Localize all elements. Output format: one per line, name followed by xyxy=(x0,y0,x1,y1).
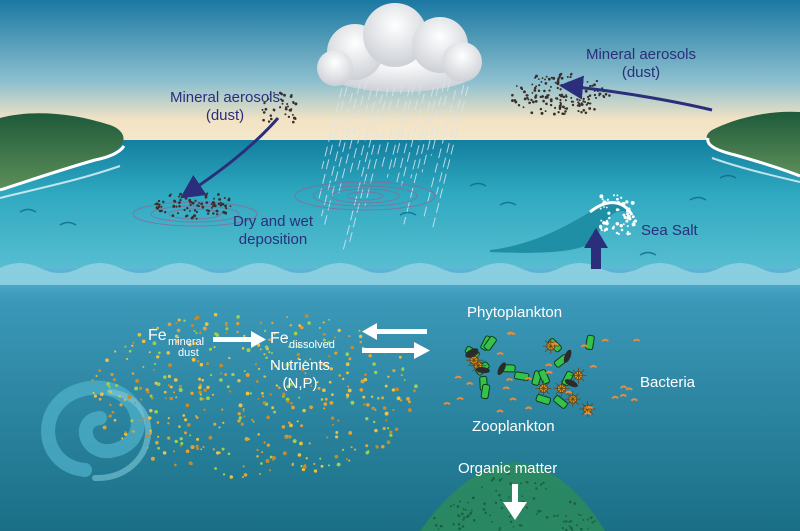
organic-matter-label: Organic matter xyxy=(458,460,558,477)
coast-left xyxy=(0,113,124,190)
deposition-label: Dry and wet deposition xyxy=(218,213,328,249)
nutrients-label: Nutrients (N,P) xyxy=(250,357,350,393)
fe-mineral-sub2: dust xyxy=(178,347,199,359)
sea-salt-up-arrow xyxy=(584,228,608,269)
dust-arrow-left xyxy=(180,117,280,199)
aerosol-label-left: Mineral aerosols (dust) xyxy=(150,89,300,125)
fe-dissolved-label: Fe dissolved xyxy=(270,330,360,356)
exchange-arrow-to-fe xyxy=(362,323,427,340)
nutrients-label-line1: Nutrients xyxy=(269,357,331,374)
surface-ripples xyxy=(19,174,737,256)
fe-mineral-sub1: mineral xyxy=(168,336,205,348)
exchange-arrow-to-plankton xyxy=(362,342,430,359)
fe-mineral-main: Fe xyxy=(148,327,167,344)
coast-right xyxy=(706,111,800,176)
rain-ripples xyxy=(132,181,436,227)
aerosol-label-right-line1: Mineral aerosols xyxy=(585,46,697,63)
sea-surface xyxy=(0,140,800,275)
bacteria-label: Bacteria xyxy=(640,374,696,391)
organic-matter-down-arrow xyxy=(503,484,527,520)
rain-cloud xyxy=(317,3,482,92)
fe-mineral-label: Fe mineral dust xyxy=(148,327,212,361)
aerosol-label-right-line2: (dust) xyxy=(621,64,661,81)
plankton-cluster xyxy=(443,331,641,418)
aerosol-label-left-line1: Mineral aerosols xyxy=(169,89,281,106)
deposition-label-line1: Dry and wet xyxy=(232,213,314,230)
dust-arrow-right xyxy=(559,75,713,112)
phytoplankton-label: Phytoplankton xyxy=(467,304,563,321)
sea-salt-label: Sea Salt xyxy=(641,222,698,239)
rain-streaks xyxy=(317,81,469,252)
sea-salt-wave xyxy=(490,194,638,253)
nutrients-label-line2: (N,P) xyxy=(282,375,318,392)
deposition-label-line2: deposition xyxy=(238,231,308,248)
fe-dissolved-sub: dissolved xyxy=(289,339,335,351)
aerosol-label-right: Mineral aerosols (dust) xyxy=(566,46,716,82)
fe-dissolved-main: Fe xyxy=(270,330,289,347)
zooplankton-label: Zooplankton xyxy=(472,418,555,435)
iron-dissolution-arrow xyxy=(213,331,266,348)
nutrient-particles xyxy=(91,312,418,479)
aerosol-label-left-line2: (dust) xyxy=(205,107,245,124)
